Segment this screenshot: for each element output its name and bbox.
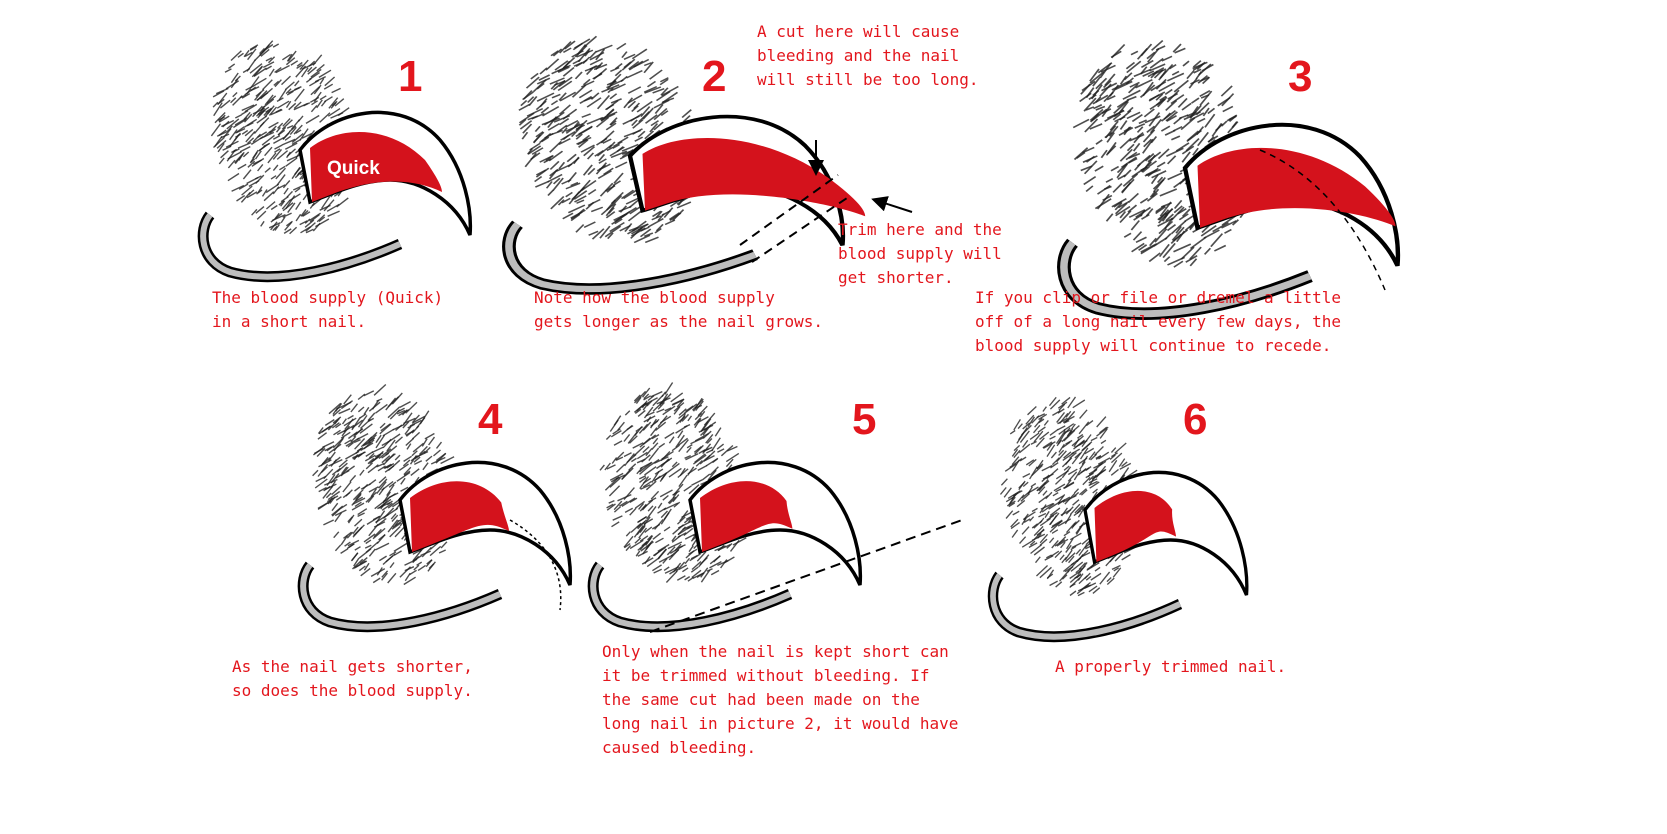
quick (1094, 490, 1177, 562)
dashed-cut-line-trim (751, 195, 851, 263)
panel-number-5: 5 (852, 395, 877, 444)
toe-pad (987, 571, 1183, 643)
note-trim-here: Trim here and the blood supply will get sh… (838, 218, 1002, 290)
panel-number-6: 6 (1183, 395, 1208, 444)
caption-line: off of a long nail every few days, the (975, 312, 1342, 331)
caption-line: As the nail gets shorter, (232, 657, 473, 676)
caption-line: so does the blood supply. (232, 681, 473, 700)
dashed-recede-curve-3 (1259, 149, 1386, 291)
note-cut-too-long: A cut here will cause bleeding and the na… (757, 20, 979, 92)
caption-3: If you clip or file or dremel a little of… (975, 286, 1341, 358)
note-line: will still be too long. (757, 70, 979, 89)
arrow-to-trim-line (871, 196, 913, 213)
caption-line: the same cut had been made on the (602, 690, 920, 709)
caption-line: it be trimmed without bleeding. If (602, 666, 930, 685)
caption-2: Note how the blood supply gets longer as … (534, 286, 823, 334)
caption-line: If you clip or file or dremel a little (975, 288, 1342, 307)
quick (410, 481, 509, 552)
quick-label: Quick (327, 158, 380, 179)
caption-line: in a short nail. (212, 312, 367, 331)
panel-number-2: 2 (702, 52, 727, 101)
claw-4 (297, 383, 573, 633)
caption-line: caused bleeding. (602, 738, 757, 757)
caption-line: A properly trimmed nail. (1055, 657, 1287, 676)
claw-6 (987, 396, 1249, 643)
panel-number-4: 4 (478, 395, 503, 444)
caption-line: gets longer as the nail grows. (534, 312, 823, 331)
quick (642, 137, 866, 217)
quick (1197, 147, 1396, 228)
dashed-cut-line-too-long (739, 174, 839, 246)
note-line: A cut here will cause (757, 22, 960, 41)
note-line: blood supply will (838, 244, 1002, 263)
note-line: get shorter. (838, 268, 954, 287)
quick (310, 132, 442, 202)
toe-pad (297, 561, 503, 633)
cut-guides (509, 140, 1386, 633)
dashed-cut-line-5 (649, 519, 963, 633)
caption-4: As the nail gets shorter, so does the blo… (232, 655, 473, 703)
caption-line: long nail in picture 2, it would have (602, 714, 959, 733)
panel-number-1: 1 (398, 52, 423, 101)
caption-line: blood supply will continue to recede. (975, 336, 1332, 355)
dashed-recede-curve-4 (509, 519, 562, 611)
toe-pad (587, 561, 793, 633)
caption-6: A properly trimmed nail. (1055, 655, 1286, 679)
claw-1 (197, 40, 473, 283)
caption-line: Note how the blood supply (534, 288, 775, 307)
panel-number-3: 3 (1288, 52, 1313, 101)
quick (700, 481, 793, 552)
claw-5 (587, 382, 863, 633)
claw-2 (502, 35, 866, 295)
caption-1: The blood supply (Quick) in a short nail. (212, 286, 443, 334)
caption-5: Only when the nail is kept short can it b… (602, 640, 958, 760)
claw-3 (1057, 39, 1401, 320)
caption-line: Only when the nail is kept short can (602, 642, 949, 661)
caption-line: The blood supply (Quick) (212, 288, 444, 307)
note-line: bleeding and the nail (757, 46, 960, 65)
note-line: Trim here and the (838, 220, 1002, 239)
